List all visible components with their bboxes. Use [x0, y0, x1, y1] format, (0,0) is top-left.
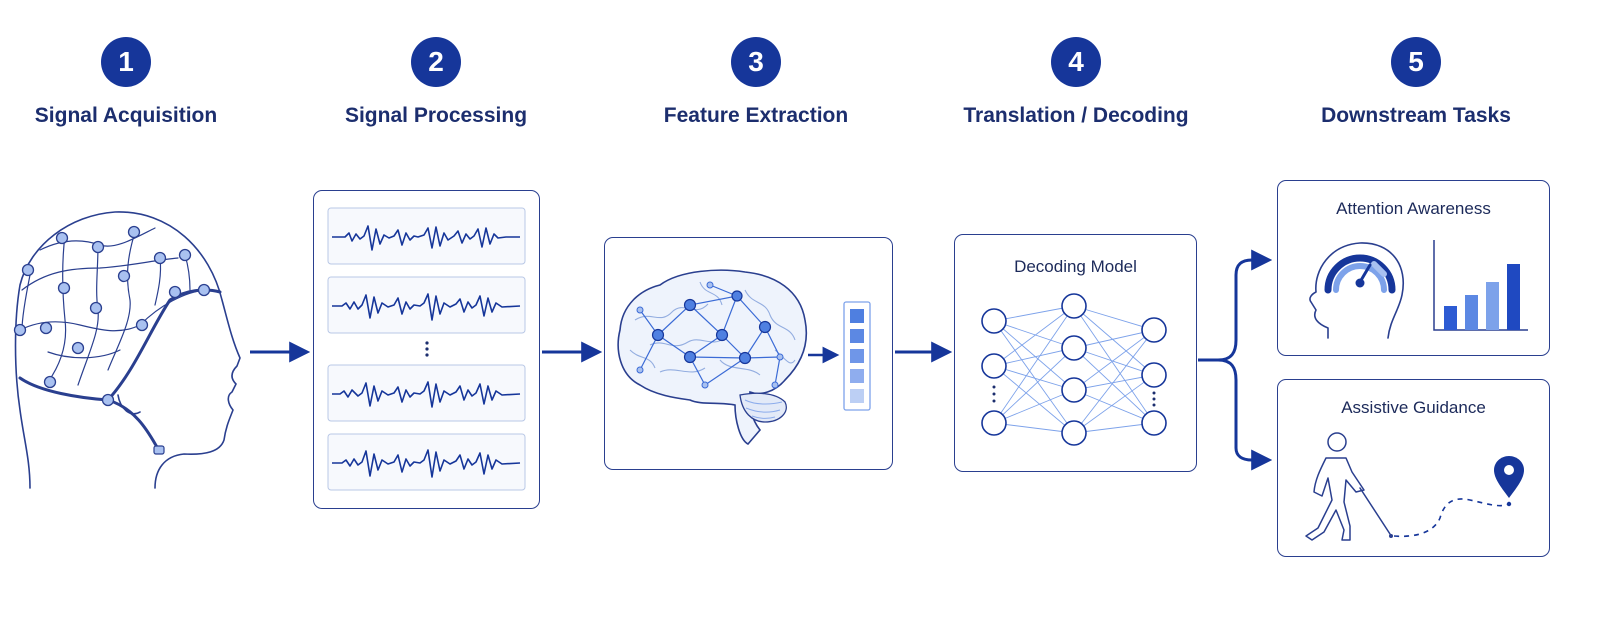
neural-network-icon	[981, 293, 1167, 446]
step-4-badge: 4	[1051, 37, 1101, 87]
bar-chart-icon	[1433, 240, 1528, 331]
step-2-title: Signal Processing	[344, 104, 528, 127]
walking-person-cane-icon	[1305, 432, 1393, 541]
eeg-waveform-icon	[327, 207, 526, 491]
step-2-badge: 2	[411, 37, 461, 87]
step-1-title: Signal Acquisition	[34, 104, 218, 127]
route-path	[1393, 498, 1510, 538]
step-5-title: Downstream Tasks	[1321, 104, 1511, 127]
assistive-guidance-label: Assistive Guidance	[1341, 398, 1486, 417]
head-gauge-icon	[1309, 242, 1404, 339]
arrow-4-to-5-branch	[1198, 249, 1273, 471]
eeg-cap-head-icon	[13, 211, 241, 489]
decoding-model-label: Decoding Model	[1014, 257, 1137, 276]
attention-awareness-label: Attention Awareness	[1336, 199, 1491, 218]
brain-network-icon	[617, 269, 808, 445]
attention-awareness-panel: Attention Awareness	[1277, 180, 1550, 356]
step-3-badge: 3	[731, 37, 781, 87]
map-pin-icon	[1494, 456, 1524, 507]
step-1-badge: 1	[101, 37, 151, 87]
step-5-badge: 5	[1391, 37, 1441, 87]
step-4-title: Translation / Decoding	[963, 104, 1189, 127]
feature-vector-icon	[843, 301, 871, 411]
step-3-title: Feature Extraction	[663, 104, 849, 127]
